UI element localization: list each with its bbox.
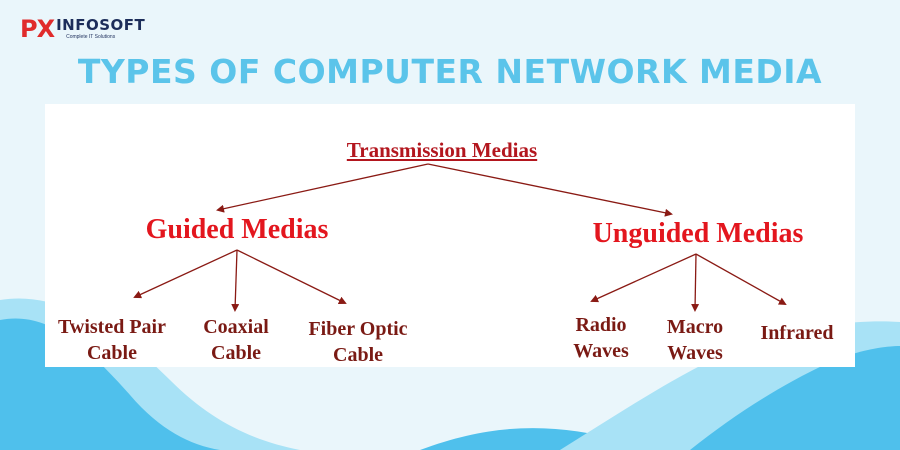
leaf-line: Radio	[575, 314, 627, 336]
leaf-line: Twisted Pair	[58, 316, 166, 338]
logo-text: INFOSOFT Complete IT Solutions	[56, 18, 145, 40]
leaf-line: Coaxial	[203, 316, 269, 338]
leaf-line: Waves	[667, 342, 723, 364]
node-radio-waves: Radio Waves	[573, 312, 629, 364]
leaf-line: Waves	[573, 340, 629, 362]
node-unguided-medias: Unguided Medias	[592, 218, 804, 249]
connector-unguided-infrared	[695, 253, 787, 305]
leaf-line: Cable	[333, 344, 383, 366]
logo-name: INFOSOFT	[56, 16, 146, 34]
page-title: TYPES OF COMPUTER NETWORK MEDIA	[77, 52, 823, 91]
node-twisted-pair-cable: Twisted Pair Cable	[58, 314, 166, 366]
connector-unguided-macro	[691, 253, 700, 312]
node-root: Transmission Medias	[346, 138, 538, 162]
node-infrared: Infrared	[761, 320, 834, 346]
connector-guided-fiber-optic	[236, 249, 347, 304]
logo-tagline: Complete IT Solutions	[66, 34, 116, 40]
connector-root-unguided	[427, 163, 673, 217]
connector-root-guided	[216, 163, 429, 213]
node-coaxial-cable: Coaxial Cable	[203, 314, 269, 366]
leaf-line: Cable	[86, 342, 137, 364]
leaf-line: Fiber Optic	[308, 318, 408, 340]
leaf-line: Macro	[666, 316, 724, 338]
leaf-line: Cable	[211, 342, 261, 364]
node-macro-waves: Macro Waves	[667, 314, 723, 366]
node-fiber-optic-cable: Fiber Optic Cable	[308, 316, 407, 368]
leaf-line: Infrared	[760, 322, 834, 344]
tree-connectors	[133, 163, 787, 312]
connector-unguided-radio	[590, 253, 697, 303]
wave-right-dark	[690, 346, 900, 450]
logo-mark: PX	[20, 15, 55, 43]
connector-guided-twisted-pair	[133, 249, 238, 299]
connector-guided-coaxial	[231, 249, 240, 312]
node-guided-medias: Guided Medias	[145, 214, 329, 245]
company-logo: PX INFOSOFT Complete IT Solutions	[20, 14, 145, 44]
diagram-panel: Transmission Medias Guided Medias Unguid…	[45, 104, 855, 367]
